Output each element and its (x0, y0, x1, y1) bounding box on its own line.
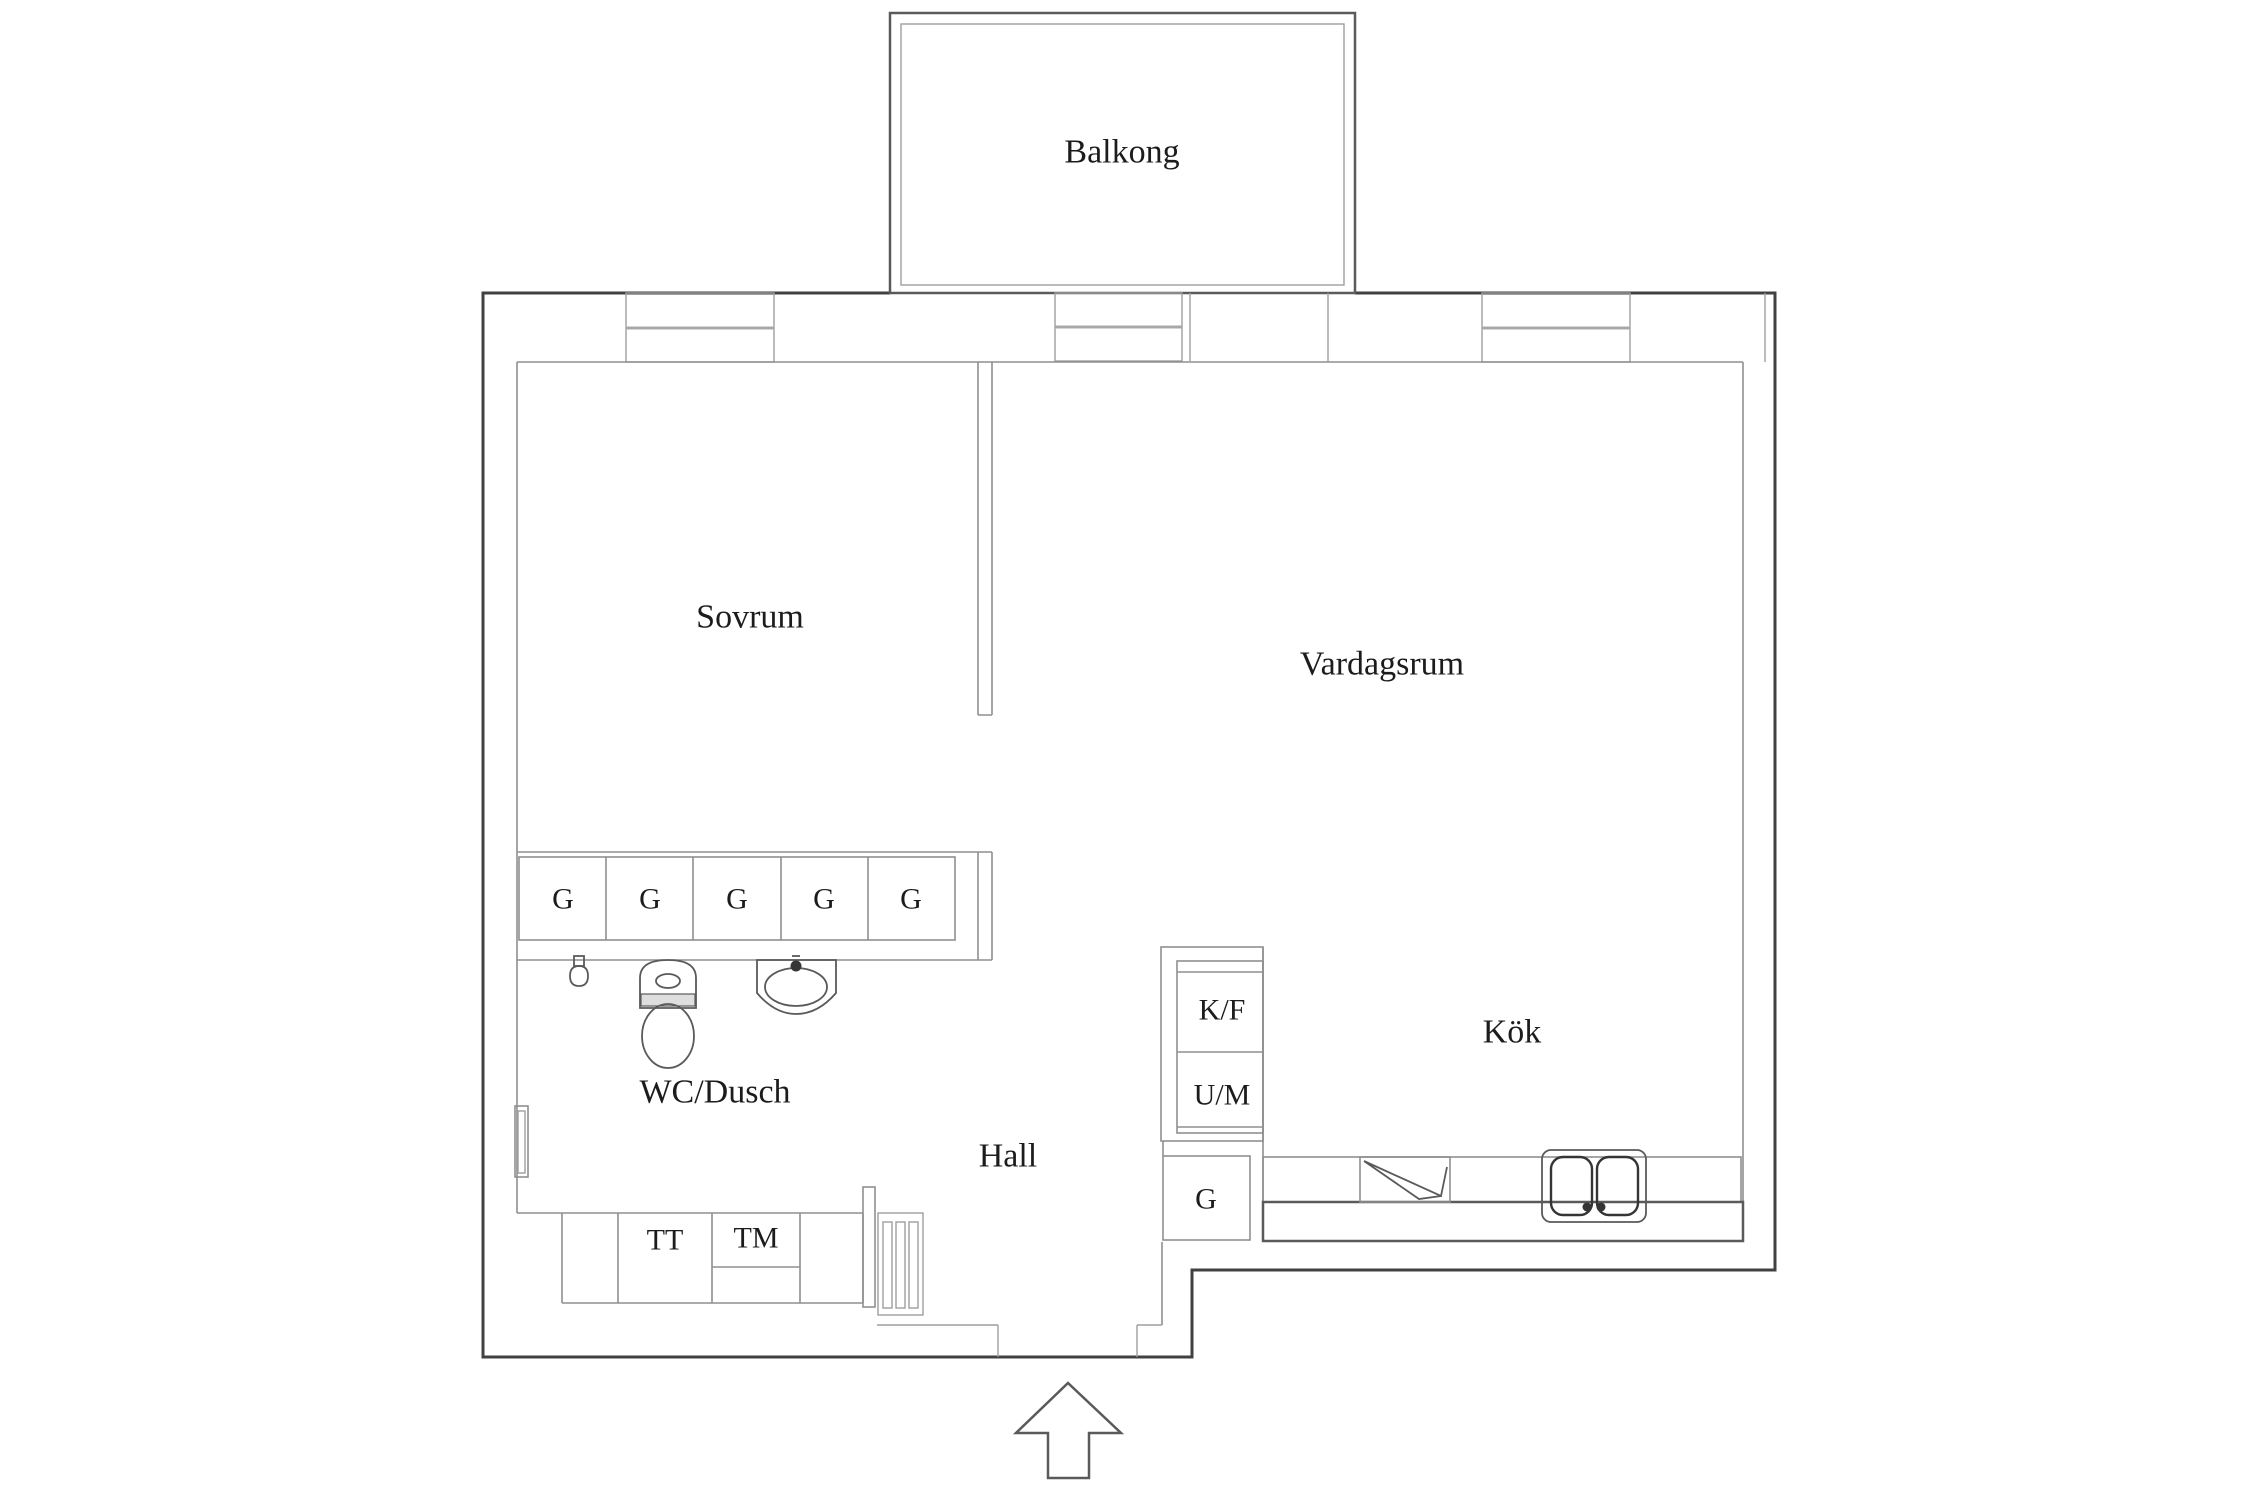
radiator-icon (514, 1105, 529, 1178)
wardrobe-label-5: G (900, 883, 922, 916)
kitchen-counter (1261, 1156, 1745, 1243)
hall-wardrobe-label: G (1195, 1183, 1217, 1216)
livingroom-window (1327, 292, 1766, 363)
laundry-row (561, 1213, 864, 1304)
dryer-label: TT (647, 1224, 684, 1257)
oven-micro-label: U/M (1194, 1079, 1251, 1112)
fridge-freezer-label: K/F (1199, 994, 1246, 1027)
washer-label: TM (734, 1222, 779, 1255)
room-walls (516, 361, 1744, 1357)
kitchen-label: Kök (1483, 1014, 1542, 1051)
shower-mixer-icon (569, 955, 589, 987)
wall-stub (862, 1186, 876, 1308)
entrance-arrow-icon (1012, 1381, 1125, 1480)
washbasin-icon (756, 955, 837, 1015)
wardrobe-label-4: G (813, 883, 835, 916)
dishwasher-icon (1359, 1156, 1451, 1203)
floor-grille-icon (877, 1212, 924, 1316)
kitchen-sink-icon (1541, 1149, 1647, 1223)
balcony-door (1054, 292, 1191, 362)
bedroom-window (625, 292, 775, 363)
wardrobe-label-2: G (639, 883, 661, 916)
toilet-icon (639, 959, 697, 1069)
balcony-label: Balkong (1064, 134, 1179, 171)
hall-wardrobe (1162, 1155, 1251, 1241)
apartment-outer-wall (481, 291, 1777, 1359)
hall-label: Hall (979, 1138, 1038, 1175)
wardrobe-label-3: G (726, 883, 748, 916)
wc-label: WC/Dusch (639, 1074, 790, 1111)
wardrobe-label-1: G (552, 883, 574, 916)
wardrobe-row (518, 856, 956, 941)
bedroom-label: Sovrum (696, 599, 804, 636)
livingroom-label: Vardagsrum (1300, 646, 1464, 683)
